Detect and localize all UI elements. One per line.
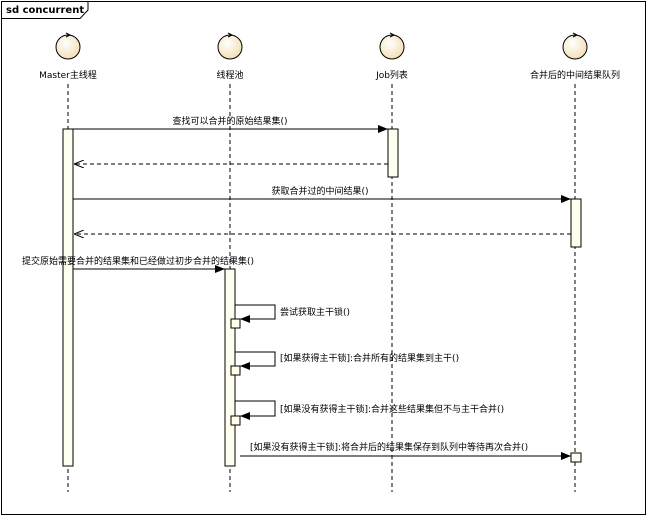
control-icon xyxy=(379,34,405,60)
message-1: 查找可以合并的原始结果集() xyxy=(73,115,388,133)
message-label: 提交原始需要合并的结果集和已经做过初步合并的结果集() xyxy=(22,255,254,267)
message-5: 提交原始需要合并的结果集和已经做过初步合并的结果集() xyxy=(22,255,254,273)
message-3: 获取合并过的中间结果() xyxy=(73,185,571,203)
message-8-self: [如果没有获得主干锁]:合并这些结果集但不与主干合并() xyxy=(235,400,504,420)
lifeline-label-joblist: Job列表 xyxy=(375,69,408,81)
lifeline-pool: 线程池 xyxy=(216,32,244,492)
message-6-self: 尝试获取主干锁() xyxy=(235,304,350,323)
nested-activation xyxy=(570,452,582,463)
lifeline-queue: 合并后的中间结果队列 xyxy=(530,32,620,492)
frame-tab xyxy=(1,1,89,19)
nested-activation xyxy=(230,318,241,329)
activation-bar-master xyxy=(62,128,74,467)
activation-bar-joblist xyxy=(387,128,399,178)
control-icon xyxy=(217,34,243,60)
message-label: [如果获得主干锁]:合并所有的结果集到主干() xyxy=(280,352,459,364)
lifeline-label-pool: 线程池 xyxy=(216,69,243,81)
message-7-self: [如果获得主干锁]:合并所有的结果集到主干() xyxy=(235,351,459,370)
message-9: [如果没有获得主干锁]:将合并后的结果集保存到队列中等待再次合并() xyxy=(240,441,571,460)
lifeline-joblist: Job列表 xyxy=(375,32,408,492)
control-icon xyxy=(562,34,588,60)
activation-bar-queue xyxy=(570,198,582,248)
message-label: [如果没有获得主干锁]:将合并后的结果集保存到队列中等待再次合并() xyxy=(250,441,528,453)
frame-title: sd concurrent xyxy=(6,5,84,16)
control-icon xyxy=(55,34,81,60)
message-label: [如果没有获得主干锁]:合并这些结果集但不与主干合并() xyxy=(280,403,504,415)
message-label: 获取合并过的中间结果() xyxy=(271,185,368,197)
message-label: 查找可以合并的原始结果集() xyxy=(172,115,287,127)
lifeline-master: Master主线程 xyxy=(39,32,97,492)
message-label: 尝试获取主干锁() xyxy=(280,306,350,318)
nested-activation xyxy=(230,365,241,376)
lifeline-label-queue: 合并后的中间结果队列 xyxy=(530,69,620,81)
nested-activation xyxy=(230,415,241,426)
lifeline-label-master: Master主线程 xyxy=(39,69,97,81)
